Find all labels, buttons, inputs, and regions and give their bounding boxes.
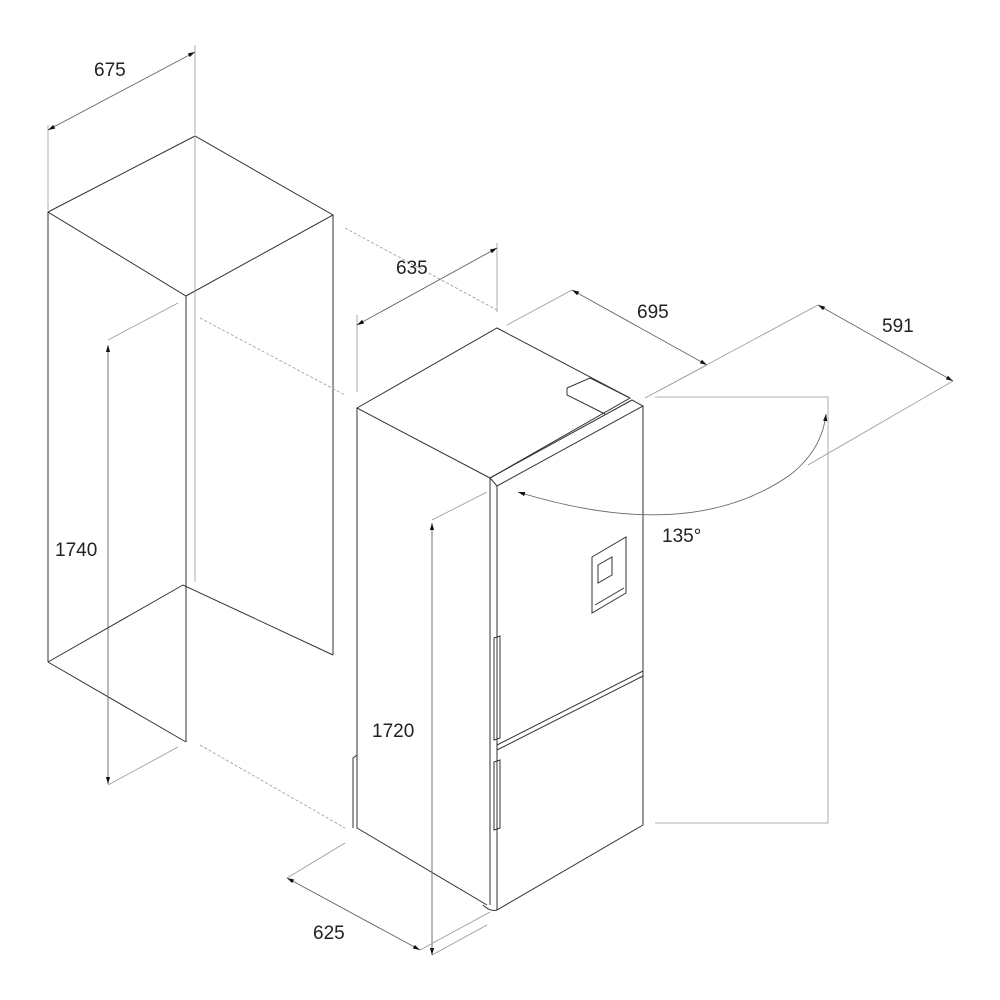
appliance-depth-label: 695 [637, 302, 669, 323]
niche-width-dimension: 675 [47, 45, 196, 210]
appliance-height-dimension: 1720 [372, 491, 488, 956]
appliance-width-label: 625 [313, 923, 345, 944]
appliance-height-label: 1720 [372, 721, 414, 742]
niche-width-label: 675 [94, 60, 126, 81]
niche-height-label: 1740 [55, 540, 97, 561]
door-angle-label: 135° [662, 526, 701, 547]
appliance-depth-dimension: 695 [506, 289, 708, 399]
door-open-depth-label: 591 [882, 316, 914, 337]
projection-lines [199, 227, 498, 829]
niche-outline [46, 135, 335, 743]
niche-depth-label: 635 [396, 258, 428, 279]
fridge-outline [352, 327, 645, 911]
niche-height-dimension: 1740 [55, 302, 179, 786]
door-swing-indicator: 135° [517, 396, 829, 824]
water-dispenser [591, 536, 627, 614]
appliance-width-dimension: 625 [286, 842, 491, 951]
niche-depth-dimension: 635 [356, 243, 498, 392]
door-open-depth-dimension: 591 [659, 304, 954, 466]
